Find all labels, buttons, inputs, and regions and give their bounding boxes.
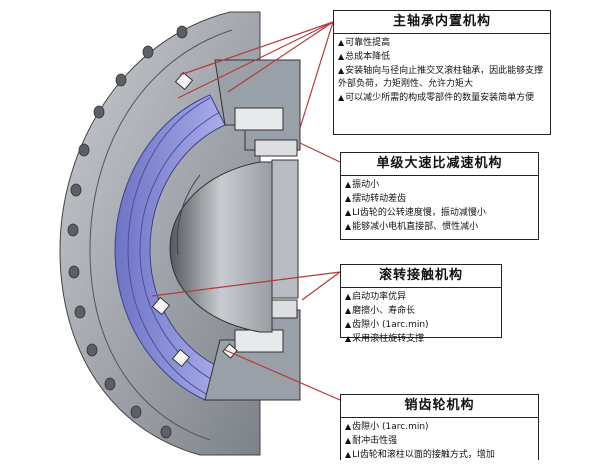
- list-item: 采用滚柱旋转支撑: [345, 332, 497, 346]
- rollers: [151, 71, 238, 368]
- list-item: 摆动转动差齿: [345, 192, 534, 206]
- central-bore: [169, 161, 273, 333]
- callout-reduction-title: 单级大速比减速机构: [341, 153, 538, 176]
- list-item: 可靠性提高: [338, 36, 546, 50]
- list-item: 可以减少所需的构成零部件的数量安装简单方便: [338, 91, 546, 105]
- callout-main-bearing-title: 主轴承内置机构: [334, 11, 550, 34]
- callout-main-bearing-list: 可靠性提高 总成本降低 安装轴向与径向止推交叉滚柱轴承，因此能够支撑外部负荷，力…: [334, 34, 550, 107]
- callout-reduction-list: 振动小 摆动转动差齿 LI齿轮的公转速度慢，振动减慢小 能够减小电机直接部、惯性…: [341, 176, 538, 236]
- list-item: 齿隙小 (1arc.min): [345, 420, 534, 434]
- list-item: 安装轴向与径向止推交叉滚柱轴承，因此能够支撑外部负荷，力矩刚性、允许力矩大: [338, 64, 546, 91]
- list-item: 耐冲击性强: [345, 434, 534, 448]
- callout-rolling-contact-title: 滚转接触机构: [341, 265, 501, 288]
- list-item: LI齿轮和滚柱以面的接触方式，增加: [345, 448, 534, 462]
- list-item: 磨擦小、寿命长: [345, 304, 497, 318]
- list-item: 能够减小电机直接部、惯性减小: [345, 220, 534, 234]
- callout-pin-gear-list: 齿隙小 (1arc.min) 耐冲击性强 LI齿轮和滚柱以面的接触方式，增加: [341, 418, 538, 464]
- leader-lines: [151, 21, 341, 401]
- callout-reduction: 单级大速比减速机构 振动小 摆动转动差齿 LI齿轮的公转速度慢，振动减慢小 能够…: [340, 152, 539, 240]
- list-item: 总成本降低: [338, 50, 546, 64]
- list-item: 启动功率优异: [345, 290, 497, 304]
- callout-rolling-contact: 滚转接触机构 启动功率优异 磨擦小、寿命长 齿隙小 (1arc.min) 采用滚…: [340, 264, 502, 344]
- flange-bolt-holes: [67, 25, 188, 439]
- callout-rolling-contact-list: 启动功率优异 磨擦小、寿命长 齿隙小 (1arc.min) 采用滚柱旋转支撑: [341, 288, 501, 348]
- callout-main-bearing: 主轴承内置机构 可靠性提高 总成本降低 安装轴向与径向止推交叉滚柱轴承，因此能够…: [333, 10, 551, 135]
- callout-pin-gear-title: 销齿轮机构: [341, 395, 538, 418]
- callout-pin-gear: 销齿轮机构 齿隙小 (1arc.min) 耐冲击性强 LI齿轮和滚柱以面的接触方…: [340, 394, 539, 460]
- list-item: 齿隙小 (1arc.min): [345, 318, 497, 332]
- list-item: LI齿轮的公转速度慢，振动减慢小: [345, 206, 534, 220]
- list-item: 振动小: [345, 178, 534, 192]
